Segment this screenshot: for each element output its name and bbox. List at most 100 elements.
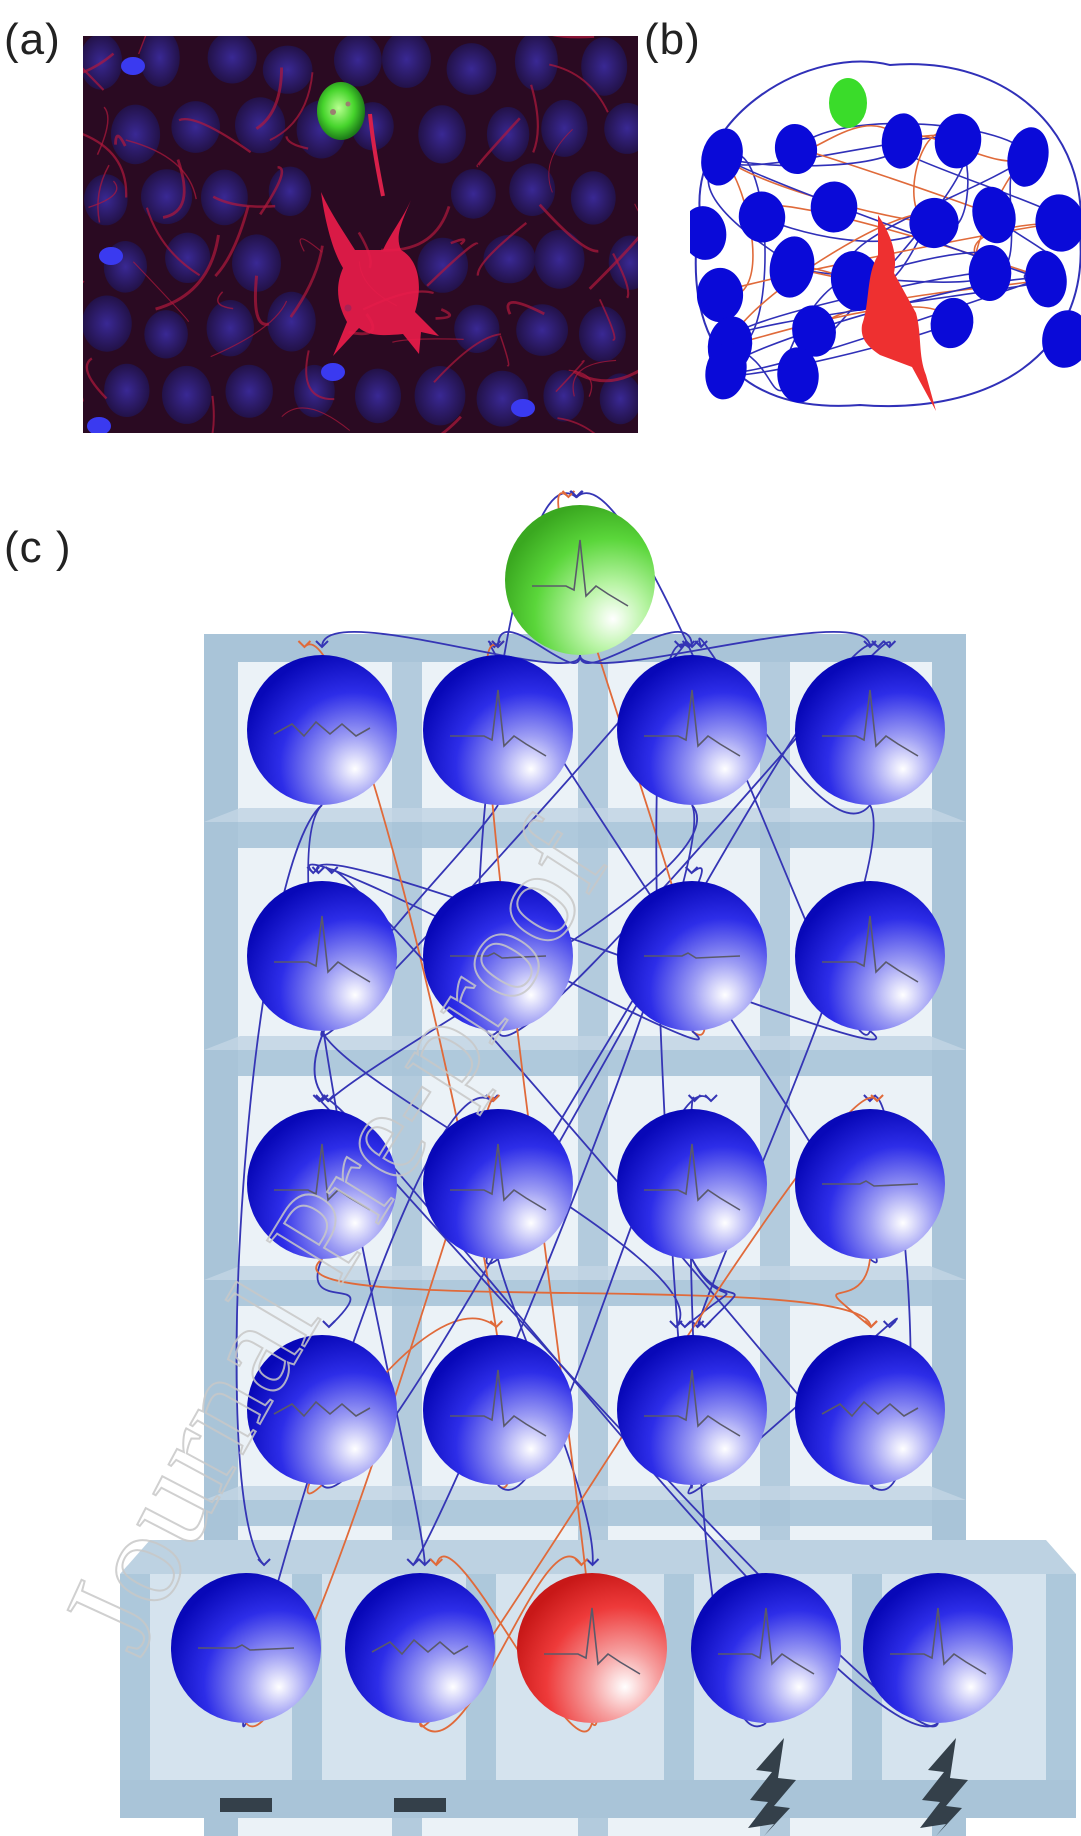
micrograph-fiber xyxy=(572,359,617,397)
glia-connection xyxy=(497,631,581,664)
recording-electrode xyxy=(220,1798,272,1812)
green-glia-nucleus xyxy=(317,82,365,140)
neuron-cell xyxy=(247,655,397,805)
micrograph-nucleus xyxy=(608,235,638,290)
micrograph-fiber xyxy=(217,291,234,310)
synapse-terminal xyxy=(678,1320,692,1329)
neuron-cell-body xyxy=(795,881,945,1031)
micrograph-nucleus xyxy=(206,300,254,357)
network-connection xyxy=(419,1555,583,1733)
neuron-cell xyxy=(617,1335,767,1485)
micrograph-fiber xyxy=(538,203,599,253)
micrograph-fiber xyxy=(212,195,276,208)
schematic-neuron xyxy=(690,206,727,260)
network-connection xyxy=(235,804,323,1566)
micrograph-fiber xyxy=(548,128,573,193)
synapse-terminal xyxy=(418,1558,432,1567)
synapse-terminal xyxy=(322,1320,336,1329)
micrograph-fiber xyxy=(506,300,545,316)
neuron-cell-body xyxy=(247,655,397,805)
micrograph-fiber xyxy=(155,234,220,311)
schematic-red-neuron xyxy=(861,215,936,411)
scaffold-shelf-top xyxy=(204,1266,966,1280)
recording-electrode xyxy=(394,1798,446,1812)
micrograph-nucleus xyxy=(514,36,558,91)
synapse-terminal xyxy=(684,866,699,875)
synapse-terminal xyxy=(585,1558,600,1567)
synapse-terminal xyxy=(491,640,505,649)
schematic-neuron xyxy=(792,305,836,357)
micrograph-fiber xyxy=(83,67,105,91)
micrograph-nucleus xyxy=(451,169,496,219)
glia-connection xyxy=(321,631,581,664)
micrograph-nucleus xyxy=(165,232,211,283)
neuron-cell xyxy=(617,655,767,805)
scaffold-shelf xyxy=(204,1050,966,1076)
glia-connection xyxy=(579,631,693,664)
micrograph-nucleus xyxy=(334,36,382,87)
scaffold-shelf-top xyxy=(204,808,966,822)
micrograph-fiber xyxy=(132,261,190,323)
synapse-terminal xyxy=(863,640,877,649)
neuron-cell-body xyxy=(617,1109,767,1259)
base-neuron-cell xyxy=(691,1573,841,1723)
micrograph-nucleus xyxy=(509,163,556,216)
micrograph-fiber xyxy=(281,407,351,431)
micrograph-nucleus xyxy=(486,107,530,162)
micrograph-fiber xyxy=(435,308,451,320)
panel-label-c: (c ) xyxy=(4,523,72,572)
synapse-terminal xyxy=(406,1558,420,1567)
green-nucleus-spot xyxy=(345,101,351,107)
micrograph-fiber xyxy=(285,136,309,150)
schematic-neuron xyxy=(705,342,747,400)
network-connection xyxy=(435,1555,593,1733)
micrograph-fiber xyxy=(114,134,127,147)
micrograph-panel xyxy=(83,36,638,433)
activity-trace xyxy=(532,539,629,607)
micrograph-fiber xyxy=(588,236,638,290)
network-connection xyxy=(412,804,695,1566)
base-neuron-cell xyxy=(863,1573,1013,1723)
recorded-neuron-cell-body xyxy=(517,1573,667,1723)
glia-connection xyxy=(579,631,871,664)
micrograph-nucleus xyxy=(355,368,401,424)
micrograph-nucleus xyxy=(201,169,248,226)
activity-trace xyxy=(198,1644,295,1651)
activity-trace xyxy=(822,915,919,983)
micrograph-fiber xyxy=(426,242,479,287)
micrograph-fiber xyxy=(83,52,115,74)
schematic-neuron xyxy=(701,128,743,186)
micrograph-nucleus xyxy=(534,229,585,289)
micrograph-nucleus xyxy=(483,234,536,284)
activity-trace xyxy=(821,1400,919,1418)
micrograph-fiber xyxy=(88,180,118,209)
micrograph-fiber xyxy=(557,417,596,433)
activity-trace xyxy=(274,1143,371,1211)
micrograph-fiber xyxy=(555,360,585,393)
neuron-cell xyxy=(795,1335,945,1485)
schematic-glia-cell xyxy=(829,78,867,128)
activity-trace xyxy=(644,1143,741,1211)
micrograph-nucleus xyxy=(104,363,150,417)
scaffold-shelf-top xyxy=(204,1036,966,1050)
neuron-cell-body xyxy=(617,1335,767,1485)
green-nucleus-spot xyxy=(330,109,336,115)
network-connection xyxy=(316,1258,352,1328)
stimulation-lightning-icon xyxy=(920,1738,968,1836)
base-neuron-cell-body xyxy=(691,1573,841,1723)
schematic-neuron xyxy=(696,267,744,323)
activity-trace xyxy=(890,1607,987,1675)
network-connection xyxy=(835,1258,872,1328)
activity-trace xyxy=(822,689,919,757)
micrograph-nucleus xyxy=(144,310,188,359)
schematic-neuron xyxy=(769,236,815,298)
neuron-cell xyxy=(423,655,573,805)
micrograph-fiber xyxy=(125,139,197,200)
synapse-terminal xyxy=(257,1558,271,1567)
activity-trace xyxy=(450,689,547,757)
synapse-terminal xyxy=(574,1558,589,1567)
micrograph-nucleus xyxy=(570,171,616,225)
schematic-neuron xyxy=(930,297,974,349)
synapse-terminal xyxy=(324,866,339,875)
glia-cell-top xyxy=(505,505,655,655)
